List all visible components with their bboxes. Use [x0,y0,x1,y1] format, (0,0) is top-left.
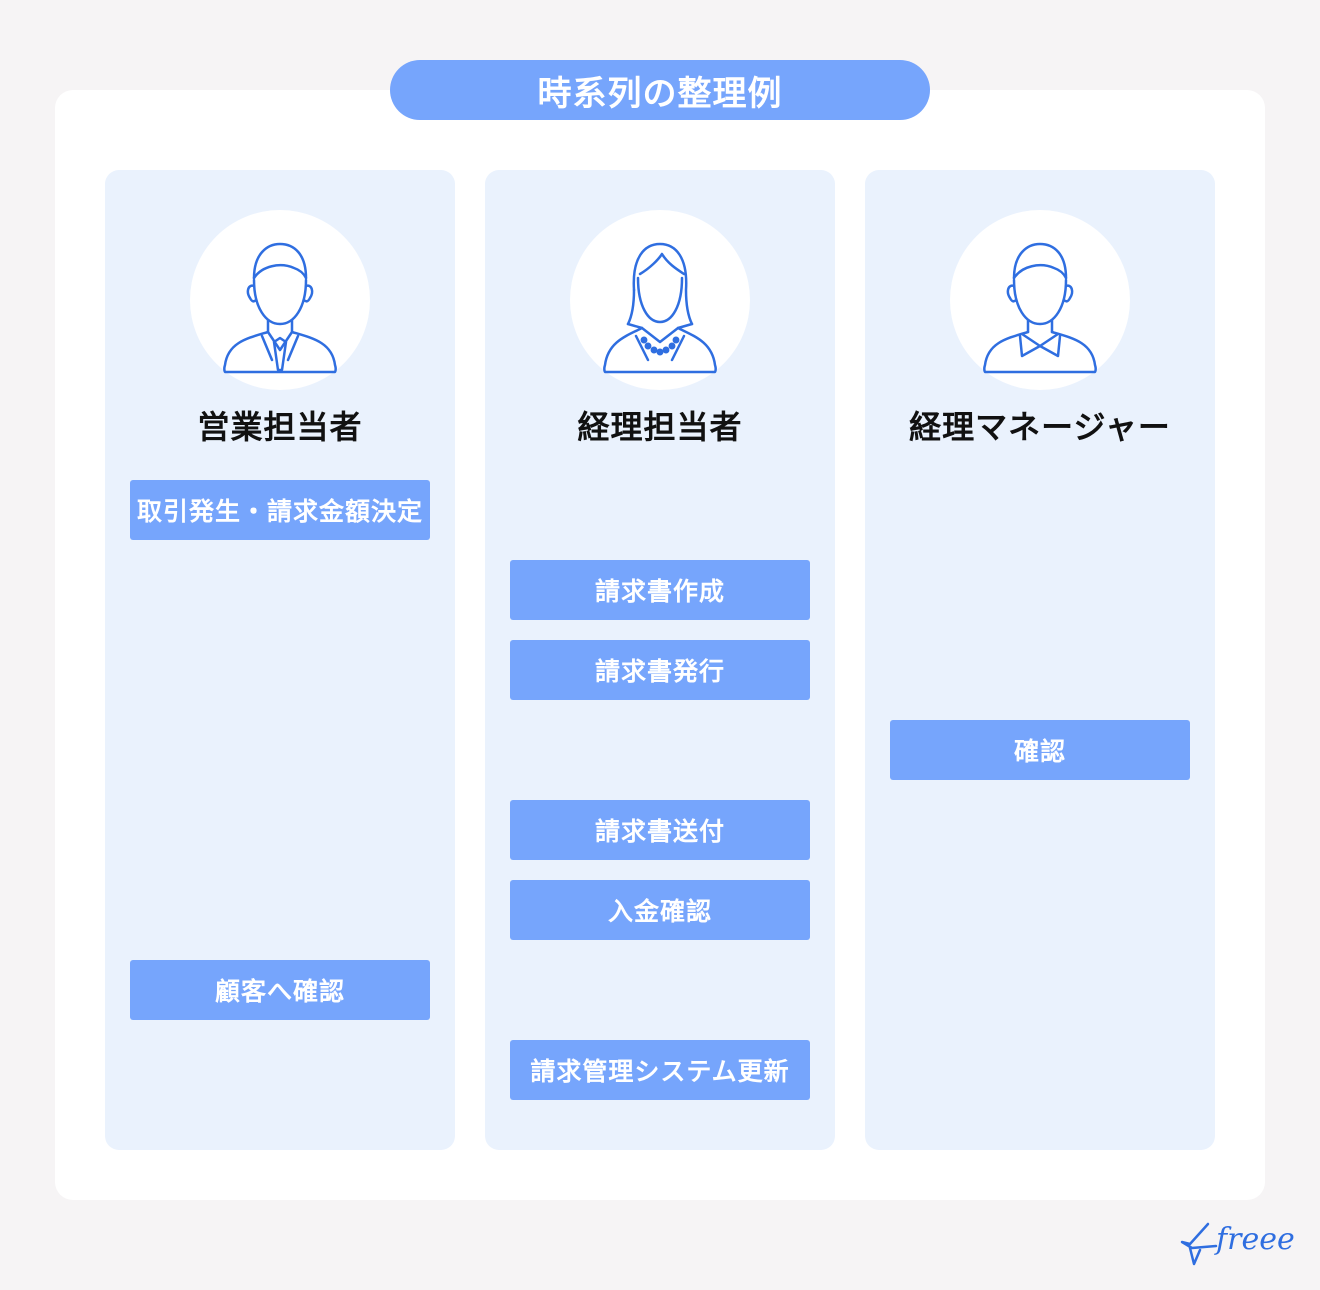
male-employee-tie-icon [223,242,337,374]
column-sales: 営業担当者 取引発生・請求金額決定 顧客へ確認 [105,170,455,1150]
step-box: 確認 [890,720,1190,780]
step-box: 入金確認 [510,880,810,940]
column-manager: 経理マネージャー 確認 [865,170,1215,1150]
column-accounting: 経理担当者 請求書作成 請求書発行 請求書送付 入金確認 請求管理システム更新 [485,170,835,1150]
logo-text: freee [1216,1222,1295,1257]
step-box: 請求書送付 [510,800,810,860]
role-label-sales: 営業担当者 [197,408,363,446]
role-label-manager: 経理マネージャー [909,408,1171,446]
step-box: 請求管理システム更新 [510,1040,810,1100]
role-label-accounting: 経理担当者 [577,408,743,446]
step-box: 請求書発行 [510,640,810,700]
avatar-manager [950,210,1130,390]
step-box: 顧客へ確認 [130,960,430,1020]
avatar-sales [190,210,370,390]
step-box: 請求書作成 [510,560,810,620]
diagram-title: 時系列の整理例 [390,60,930,120]
avatar-accounting [570,210,750,390]
female-employee-necklace-icon [603,242,717,374]
step-box: 取引発生・請求金額決定 [130,480,430,540]
freee-logo: freee [1180,1220,1305,1270]
bird-icon [1180,1222,1218,1266]
male-manager-bowtie-icon [983,242,1097,374]
